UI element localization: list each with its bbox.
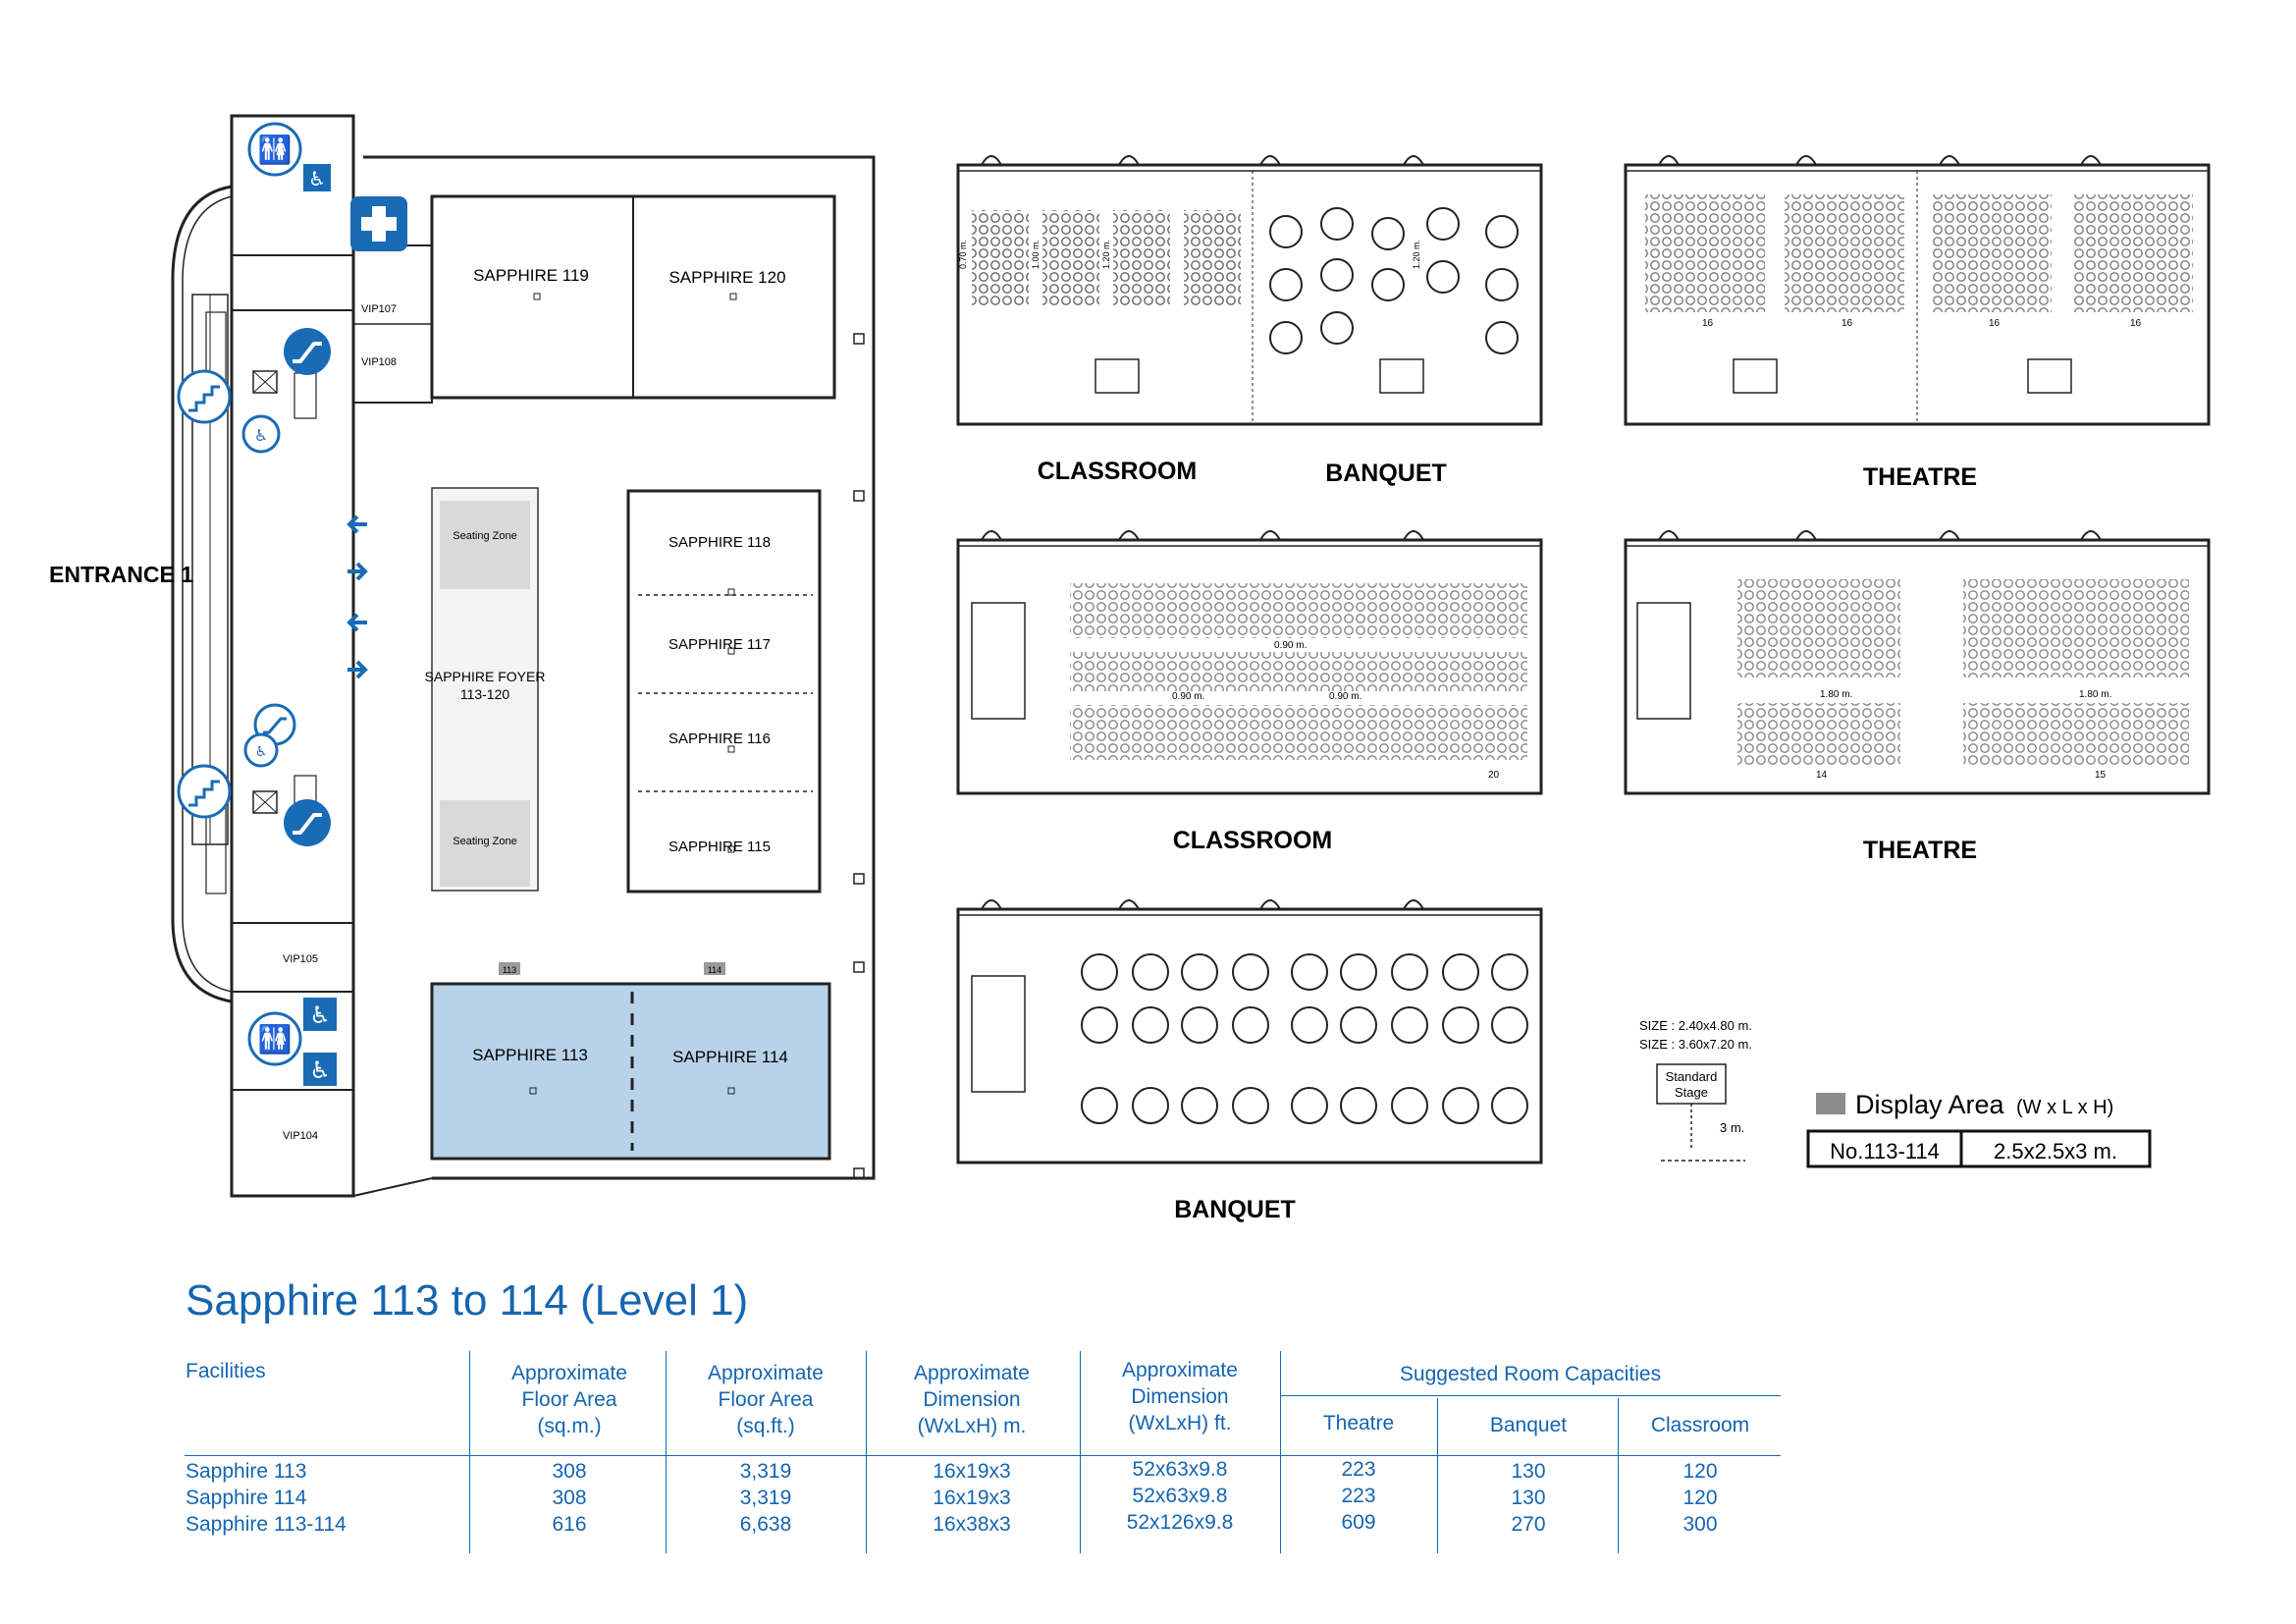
dim-label: 1.80 m. [2079,689,2111,700]
stage-label-line1: Standard [1666,1069,1718,1084]
vip105-label: VIP105 [283,953,318,965]
section-title: Sapphire 113 to 114 (Level 1) [186,1276,749,1325]
svg-text:♿: ♿ [254,426,268,445]
foyer-label-line2: 113-120 [460,686,510,702]
stairs-icon [177,764,232,819]
display-area-swatch [1816,1093,1845,1114]
tag-113: 113 [503,965,516,975]
row-count: 16 [2130,318,2142,329]
entrance-label: ENTRANCE 1 [49,562,193,587]
dim-label: 1.20 m. [1412,240,1421,269]
layout-classroom-banquet [956,155,1543,426]
stage-size-small: SIZE : 2.40x4.80 m. [1639,1018,1752,1033]
room-label-sapphire-116: SAPPHIRE 116 [668,731,771,747]
wheelchair-icon: ♿ [303,164,331,191]
row-count: 16 [1702,318,1714,329]
row-count: 16 [1842,318,1853,329]
dim-label: 1.00 m. [1031,240,1041,269]
stage-size-large: SIZE : 3.60x7.20 m. [1639,1037,1752,1052]
row-count: 15 [2095,770,2107,781]
display-area-unit: (W x L x H) [2016,1097,2113,1118]
svg-text:♿: ♿ [308,167,326,190]
room-label-sapphire-119: SAPPHIRE 119 [473,266,589,285]
arrow-left-icon [347,613,367,632]
restroom-icon: 🚻 [247,122,302,177]
dim-label: 1.80 m. [1820,689,1852,700]
layout-label-classroom: CLASSROOM [1038,458,1198,485]
vip107-label: VIP107 [361,303,397,315]
room-label-sapphire-113: SAPPHIRE 113 [472,1046,588,1064]
room-label-sapphire-120: SAPPHIRE 120 [668,268,785,287]
rooms-115-118 [626,489,822,893]
dim-label: 0.70 m. [958,240,968,269]
dim-label: 0.90 m. [1172,691,1204,702]
room-label-sapphire-118: SAPPHIRE 118 [668,534,771,551]
escalator-icon [284,799,331,846]
dim-label: 0.90 m. [1274,640,1307,651]
seating-zone-bottom: Seating Zone [453,836,516,847]
standard-stage-diagram [1656,1063,1745,1162]
escalator-icon [284,328,331,375]
rooms-119-120 [430,194,836,400]
display-area-row-value: 2.5x2.5x3 m. [1994,1139,2117,1164]
tag-114: 114 [708,965,721,975]
sapphire-foyer [431,487,539,892]
seating-zone-top: Seating Zone [453,530,516,542]
vip108-label: VIP108 [361,356,397,368]
room-label-sapphire-115: SAPPHIRE 115 [668,839,771,855]
display-area-table [1806,1129,2152,1168]
row-count: 14 [1816,770,1828,781]
stage-height: 3 m. [1720,1120,1744,1135]
arrow-right-icon [347,660,368,679]
svg-text:🚻: 🚻 [258,1023,293,1056]
layout-label-banquet: BANQUET [1325,460,1447,487]
layout-banquet-full [956,899,1543,1164]
display-area-row-label: No.113-114 [1830,1139,1940,1164]
vip104-label: VIP104 [283,1130,318,1142]
layout-label-theatre-full: THEATRE [1863,837,1977,864]
svg-text:♿: ♿ [255,744,268,760]
layout-theatre-split [1624,155,2211,426]
first-aid-icon [350,196,407,251]
stairs-icon [177,369,232,424]
arrow-right-icon [347,562,368,581]
arrow-left-icon [347,514,367,534]
room-label-sapphire-117: SAPPHIRE 117 [668,636,771,653]
svg-text:♿: ♿ [309,1056,331,1084]
stage-label-line2: Stage [1675,1085,1708,1100]
restroom-icon: 🚻 [247,1011,302,1066]
layout-label-banquet-full: BANQUET [1174,1196,1296,1223]
rooms-113-114-highlight [430,962,831,1161]
layout-theatre-full [1624,530,2211,795]
foyer-label-line1: SAPPHIRE FOYER [425,669,546,684]
svg-text:♿: ♿ [309,1001,331,1029]
svg-text:🚻: 🚻 [258,134,293,166]
elevator-icon: ♿ [243,732,279,768]
dim-label: 0.90 m. [1329,691,1362,702]
display-area-title: Display Area [1855,1090,2005,1119]
wheelchair-icon: ♿ [303,998,337,1031]
row-count: 16 [1989,318,2001,329]
layout-label-theatre: THEATRE [1863,463,1977,491]
dim-label: 1.20 m. [1101,240,1111,269]
layout-classroom-full [956,530,1543,795]
elevator-icon: ♿ [241,414,281,454]
wheelchair-icon: ♿ [303,1053,337,1086]
room-label-sapphire-114: SAPPHIRE 114 [672,1048,788,1066]
layout-label-classroom-full: CLASSROOM [1173,827,1333,854]
row-count: 20 [1488,770,1500,781]
